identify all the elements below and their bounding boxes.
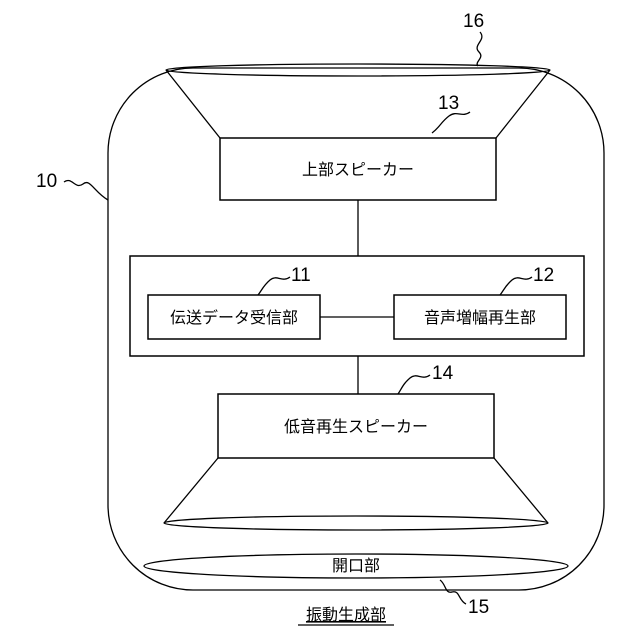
ref-16: 16 (463, 11, 484, 32)
ref-13: 13 (438, 93, 459, 114)
upper-speaker-cone (166, 64, 550, 138)
ref-12: 12 (533, 265, 554, 286)
leader-16 (477, 32, 482, 66)
receiver-label: 伝送データ受信部 (170, 308, 298, 327)
opening-label: 開口部 (332, 556, 380, 575)
low-speaker-cone (164, 458, 548, 530)
ref-15: 15 (468, 597, 489, 618)
upper-speaker-label: 上部スピーカー (302, 160, 414, 179)
leader-14 (398, 375, 430, 394)
ref-14: 14 (432, 363, 454, 384)
caption-title: 振動生成部 (306, 605, 386, 624)
ref-10: 10 (36, 171, 57, 192)
low-speaker-label: 低音再生スピーカー (284, 417, 428, 436)
leader-10 (64, 180, 108, 200)
amplifier-label: 音声増幅再生部 (424, 308, 536, 327)
ref-11: 11 (291, 265, 311, 286)
leader-13 (432, 112, 470, 133)
leader-15 (440, 580, 466, 604)
